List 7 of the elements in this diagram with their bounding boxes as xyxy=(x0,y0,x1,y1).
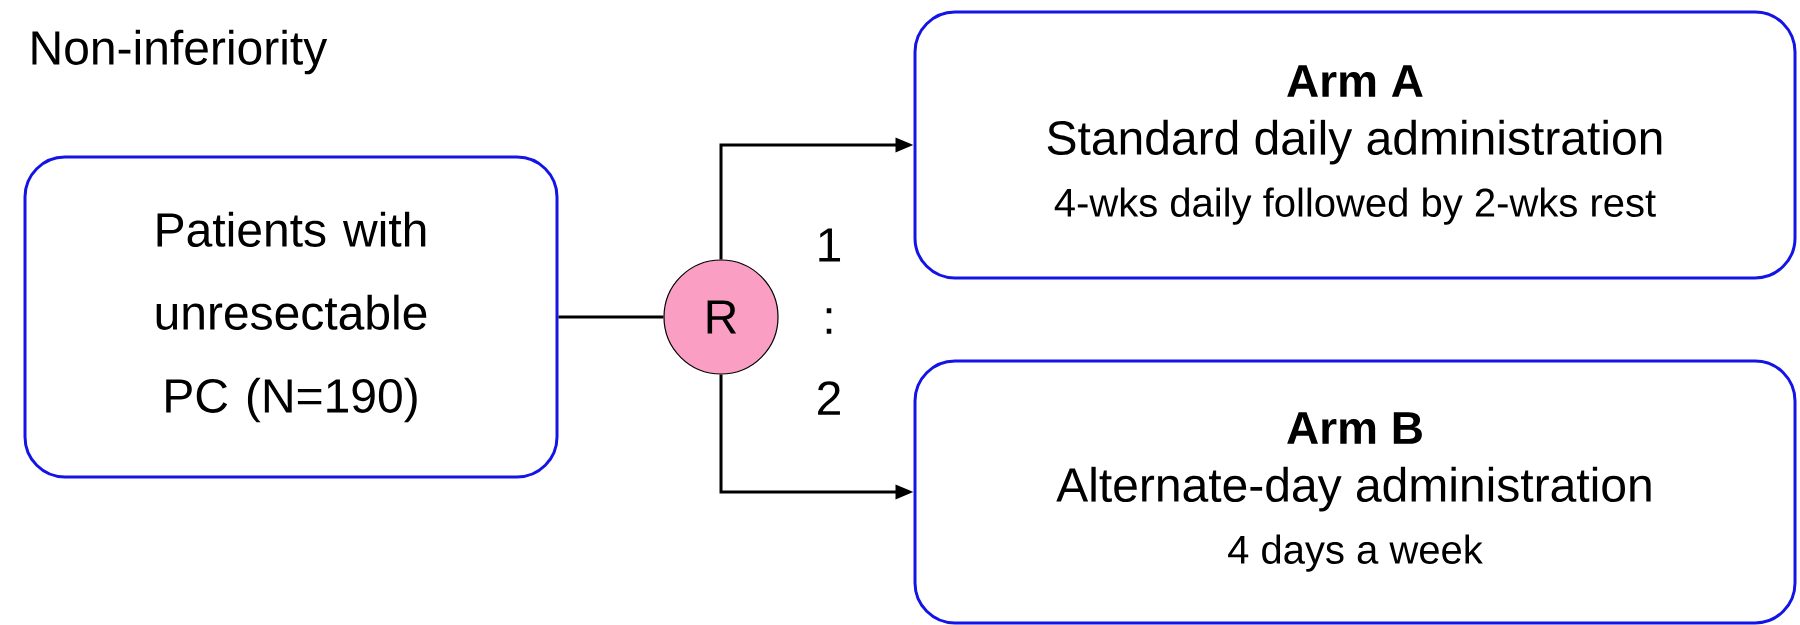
ratio-label: : xyxy=(826,308,832,334)
arm-box: Arm B Alternate-day administration 4 days a week xyxy=(913,359,1797,625)
title: Non-inferiority xyxy=(32,29,328,75)
patient-box: Patients with unresectable PC (N=190) xyxy=(23,155,559,479)
ratio-label: 2 xyxy=(818,381,840,415)
arm-box: Arm A Standard daily administration 4-wks daily followed by 2-wks rest xyxy=(913,10,1797,280)
ratio-label: 1 xyxy=(819,228,840,262)
